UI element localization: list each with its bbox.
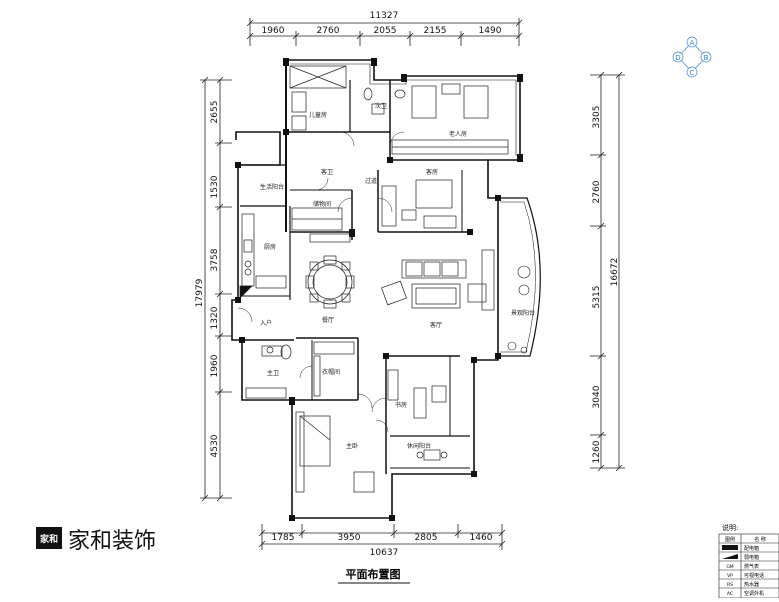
dim-left-6: 4530 <box>210 434 220 457</box>
walls <box>231 59 541 519</box>
room-label-study: 书房 <box>395 401 407 409</box>
legend-row-1: 配电箱 <box>744 545 759 552</box>
dim-bottom-total: 10637 <box>370 548 399 558</box>
room-label-dining: 餐厅 <box>322 316 334 324</box>
room-label-leisure-balcony: 休闲阳台 <box>407 442 431 450</box>
master-bedroom-furniture <box>295 411 375 493</box>
kitchen-counter <box>239 213 287 299</box>
room-label-utility-balcony: 生活阳台 <box>260 183 284 191</box>
dim-top-5: 1490 <box>479 26 502 36</box>
second-bath-fixtures <box>363 87 406 115</box>
room-label-cloakroom: 衣帽间 <box>322 368 340 376</box>
legend-symbol-gas-meter: GM <box>726 564 733 570</box>
elder-room-furniture <box>391 83 509 155</box>
legend-header-name: 名 称 <box>754 536 766 543</box>
compass-label-d: D <box>675 54 680 62</box>
legend-symbol-weak-current-box <box>722 554 738 559</box>
structural-columns <box>235 58 523 521</box>
room-label-entrance: 入户 <box>260 319 272 327</box>
storage-shelves <box>291 207 351 243</box>
legend-symbol-video-phone: VP <box>727 573 733 579</box>
room-label-children: 儿童房 <box>309 111 327 119</box>
room-label-aisle: 过道 <box>365 177 377 185</box>
dim-left-5: 1960 <box>210 354 220 377</box>
legend: 说明: 图例 名 称 GM VP RS AC 配电箱 弱电箱 燃气表 可视电话 … <box>718 523 779 599</box>
dim-top-total: 11327 <box>370 11 399 21</box>
dim-left-2: 1530 <box>210 175 220 198</box>
dim-top-4: 2155 <box>424 26 447 36</box>
dim-bottom-2: 3950 <box>338 533 361 543</box>
dim-right-3: 5315 <box>592 286 602 309</box>
compass-label-c: C <box>690 69 695 77</box>
room-label-master: 主卧 <box>346 442 358 450</box>
room-label-second-bath: 次卫 <box>375 102 387 110</box>
room-label-living: 客厅 <box>430 321 442 329</box>
dim-right-4: 3040 <box>592 385 602 408</box>
legend-row-4: 可视电话 <box>744 572 764 579</box>
drawing-title: 平面布置图 <box>346 567 401 581</box>
study-furniture <box>387 369 447 419</box>
guest-room-furniture <box>381 179 457 229</box>
left-dimensions <box>200 76 232 502</box>
bottom-dimensions <box>258 524 506 550</box>
room-label-storage: 储物间 <box>313 200 331 208</box>
legend-row-5: 热水器 <box>744 581 759 588</box>
view-balcony-plants <box>507 265 531 354</box>
master-bath-fixtures <box>245 344 292 399</box>
door-swings <box>237 131 405 433</box>
cloakroom-racks <box>313 341 355 397</box>
room-label-view-balcony: 景观阳台 <box>511 309 535 317</box>
children-room-furniture <box>289 65 347 131</box>
room-label-guest-room: 客房 <box>426 168 438 176</box>
legend-symbol-distribution-box <box>722 545 738 550</box>
legend-title: 说明: <box>722 523 738 532</box>
legend-header-symbol: 图例 <box>725 536 735 543</box>
dim-bottom-3: 2805 <box>415 533 438 543</box>
leisure-balcony-table <box>416 449 448 461</box>
dim-left-4: 1320 <box>210 306 220 329</box>
dim-right-1: 3305 <box>592 106 602 129</box>
dim-left-1: 2655 <box>210 101 220 124</box>
top-dimensions <box>246 18 523 46</box>
dim-left-3: 3758 <box>210 248 220 271</box>
right-dimensions <box>590 71 625 472</box>
brand-logo: 家和 <box>36 527 62 549</box>
brand-logo-text: 家和 <box>40 533 58 545</box>
dim-right-total: 16672 <box>610 258 620 287</box>
compass-label-a: A <box>690 39 695 47</box>
legend-row-3: 燃气表 <box>744 563 759 570</box>
room-label-master-bath: 主卫 <box>267 369 279 377</box>
room-label-guest-bath: 客卫 <box>321 168 333 176</box>
dim-bottom-1: 1785 <box>272 533 295 543</box>
brand-name: 家和装饰 <box>68 529 156 554</box>
dim-left-total: 17979 <box>195 278 205 307</box>
dim-top-1: 1960 <box>262 26 285 36</box>
compass-label-b: B <box>704 54 709 62</box>
compass-icon: A B C D <box>672 36 712 78</box>
legend-symbol-water-heater: RS <box>727 582 733 588</box>
room-label-elder: 老人房 <box>449 130 467 138</box>
living-room-sofas <box>381 249 495 311</box>
dim-top-3: 2055 <box>374 26 397 36</box>
dim-right-2: 2760 <box>592 180 602 203</box>
legend-row-2: 弱电箱 <box>744 554 759 561</box>
dim-bottom-4: 1460 <box>470 533 493 543</box>
legend-row-6: 空调外机 <box>744 590 764 597</box>
room-labels: 儿童房 次卫 老人房 生活阳台 客卫 过道 客房 储物间 厨房 入户 餐厅 客厅… <box>260 102 535 450</box>
dining-table <box>305 255 355 309</box>
dim-top-2: 2760 <box>317 26 340 36</box>
room-label-kitchen: 厨房 <box>264 243 276 251</box>
legend-symbol-ac-unit: AC <box>727 591 733 597</box>
dim-right-5: 1260 <box>592 440 602 463</box>
